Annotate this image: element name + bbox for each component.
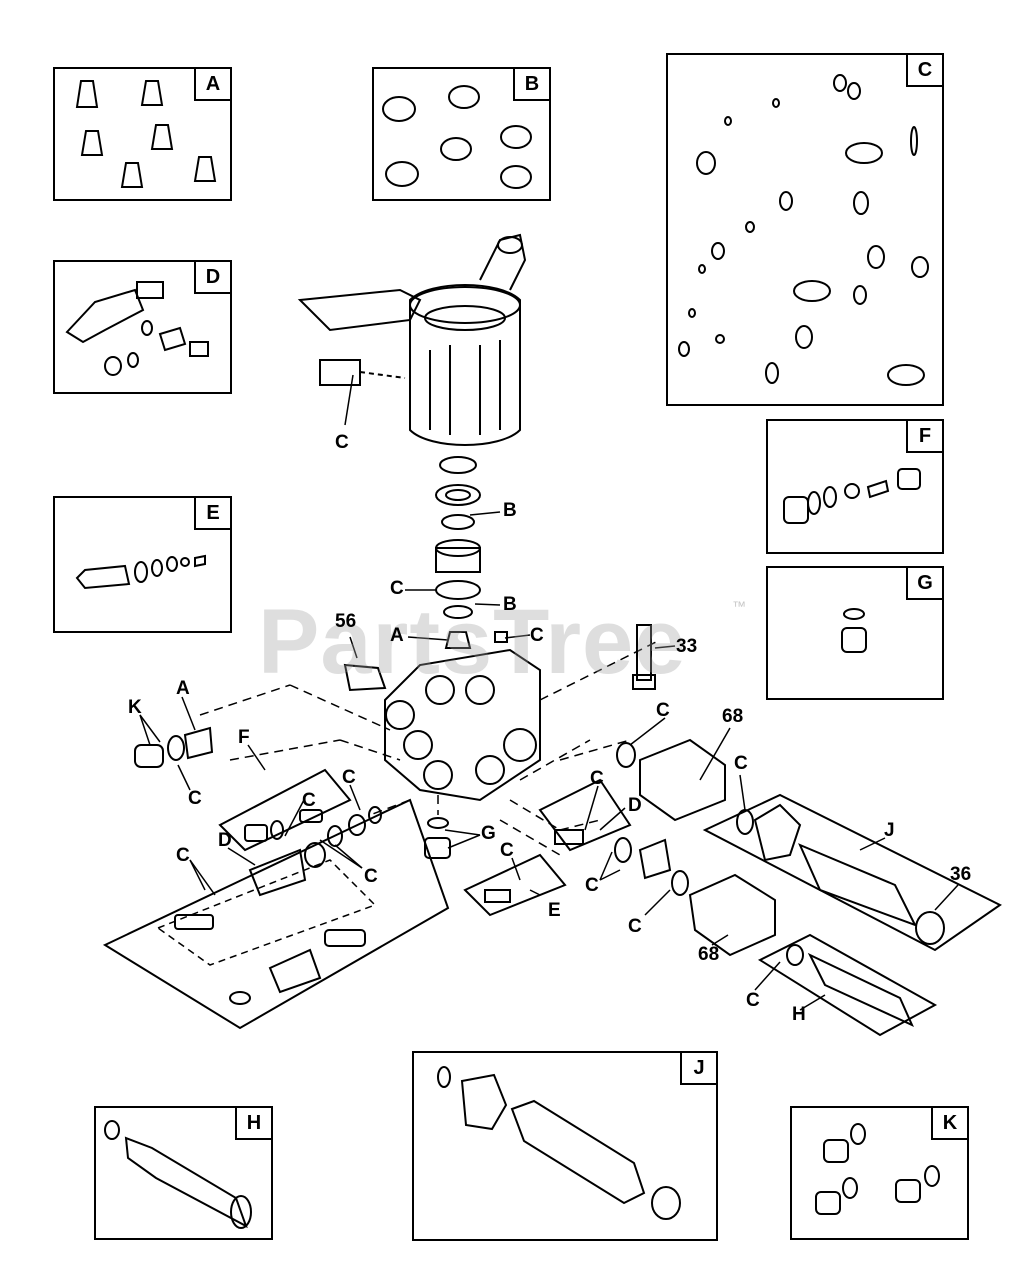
callout-c: C — [176, 845, 190, 866]
callout-c: C — [656, 700, 670, 721]
seal-stack — [343, 456, 508, 692]
kit-box-j: J — [412, 1051, 718, 1241]
callout-56: 56 — [335, 611, 357, 632]
kit-box-k: K — [790, 1106, 969, 1240]
kit-tag-h: H — [235, 1108, 271, 1140]
kit-box-a: A — [53, 67, 232, 201]
kit-box-e: E — [53, 496, 232, 633]
callout-c: C — [342, 767, 356, 788]
seals-icon — [382, 85, 532, 189]
kit-tag-f: F — [906, 421, 942, 453]
check-valve-icon — [75, 554, 206, 590]
partstree-watermark: PartsTree — [258, 591, 687, 693]
kit-tag-e: E — [194, 498, 230, 530]
plugs-kit-icon — [815, 1123, 940, 1215]
callout-c: C — [585, 875, 599, 896]
callout-68: 68 — [722, 706, 744, 727]
callout-b: B — [503, 500, 517, 521]
callout-f: F — [238, 727, 250, 748]
kit-tag-k: K — [931, 1108, 967, 1140]
callout-c: C — [628, 916, 642, 937]
kit-tag-a: A — [194, 69, 230, 101]
kit-tag-b: B — [513, 69, 549, 101]
callout-c: C — [302, 790, 316, 811]
kit-box-c: C — [666, 53, 944, 406]
callout-c: C — [390, 578, 404, 599]
kit-box-f: F — [766, 419, 944, 554]
callout-33: 33 — [676, 636, 698, 657]
callout-c: C — [364, 866, 378, 887]
callout-c: C — [500, 840, 514, 861]
kit-tag-c: C — [906, 55, 942, 87]
callout-c: C — [335, 432, 349, 453]
callout-c: C — [590, 768, 604, 789]
nozzle-tips-icon — [75, 80, 217, 188]
callout-h: H — [792, 1004, 806, 1025]
trademark-symbol: ™ — [732, 598, 746, 614]
callout-c: C — [530, 625, 544, 646]
callout-k: K — [128, 697, 142, 718]
callout-e: E — [548, 900, 561, 921]
crankcase-housing — [297, 233, 527, 446]
pump-head-manifold — [384, 648, 541, 802]
callout-c: C — [734, 753, 748, 774]
callout-36: 36 — [950, 864, 972, 885]
plug-valve-kit-icon — [783, 468, 921, 524]
callout-d: D — [628, 795, 642, 816]
o-rings-icon — [678, 74, 929, 386]
group-parts — [134, 726, 945, 1028]
callout-a: A — [176, 678, 190, 699]
unloader-valve-icon — [65, 281, 209, 376]
kit-box-h: H — [94, 1106, 273, 1240]
callout-c: C — [188, 788, 202, 809]
outlet-fitting-icon — [437, 1066, 681, 1220]
callout-c: C — [746, 990, 760, 1011]
plug-icon — [841, 608, 867, 653]
kit-tag-g: G — [906, 568, 942, 600]
callout-d: D — [218, 830, 232, 851]
kit-box-g: G — [766, 566, 944, 700]
kit-box-b: B — [372, 67, 551, 201]
callout-g: G — [481, 823, 496, 844]
callout-a: A — [390, 625, 404, 646]
kit-box-d: D — [53, 260, 232, 394]
kit-tag-d: D — [194, 262, 230, 294]
kit-tag-j: J — [680, 1053, 716, 1085]
callout-j: J — [884, 820, 895, 841]
callout-68: 68 — [698, 944, 720, 965]
inlet-fitting-icon — [104, 1120, 252, 1229]
bolt-33 — [632, 624, 656, 690]
callout-b: B — [503, 594, 517, 615]
